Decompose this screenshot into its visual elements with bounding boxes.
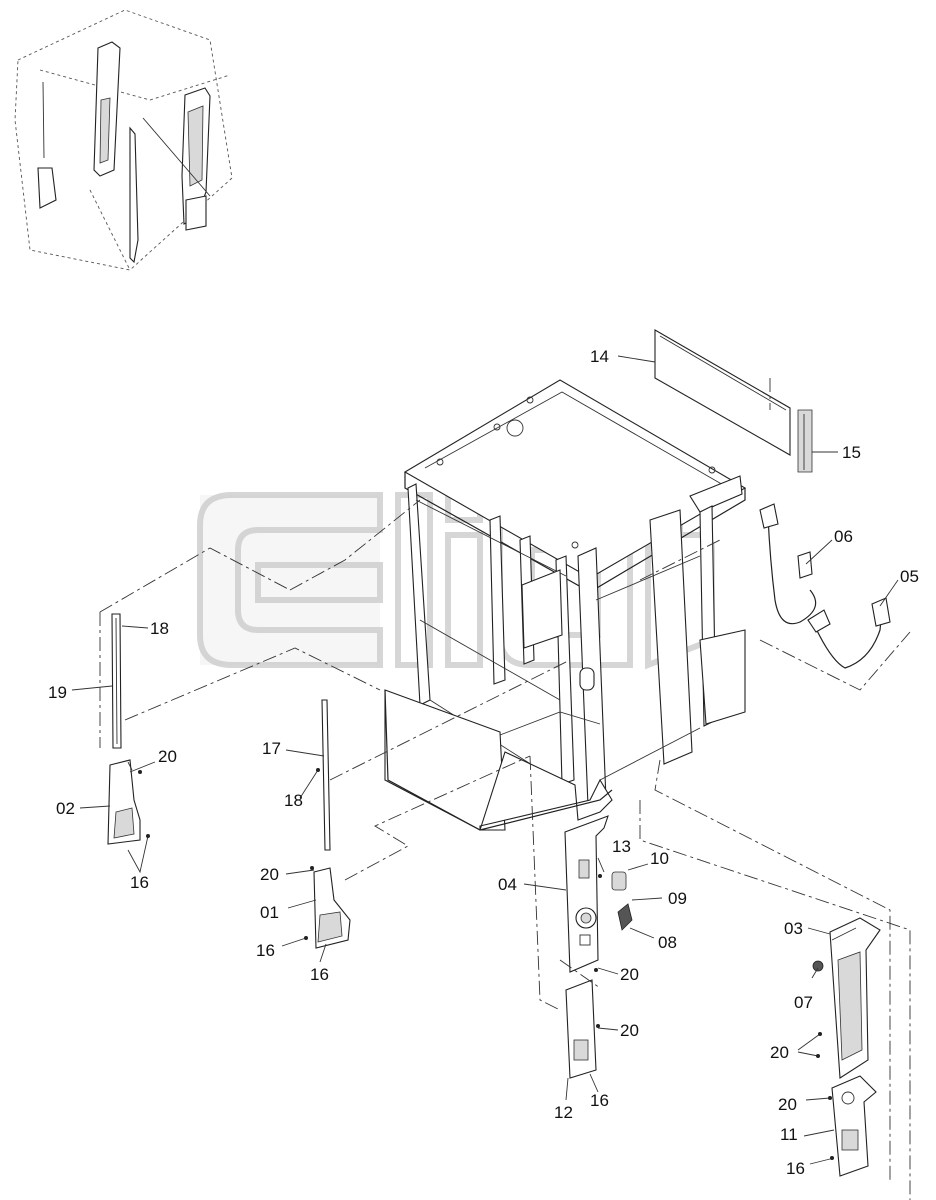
- label-16: 16: [256, 941, 275, 960]
- part-11-trim: [831, 1075, 877, 1177]
- label-16: 16: [310, 965, 329, 984]
- watermark-logo: [197, 492, 715, 670]
- label-20: 20: [770, 1043, 789, 1062]
- part-03-trim: [829, 917, 881, 1079]
- part-17-rod: [321, 699, 331, 851]
- cab-frame: [384, 379, 747, 831]
- label-20: 20: [778, 1095, 797, 1114]
- label-20: 20: [620, 965, 639, 984]
- part-14-panel: [654, 329, 791, 456]
- part-08-switch: [617, 903, 633, 931]
- label-19: 19: [48, 683, 67, 702]
- label-05: 05: [900, 567, 919, 586]
- label-20: 20: [158, 747, 177, 766]
- leader-lines: [71, 355, 899, 1165]
- label-08: 08: [658, 933, 677, 952]
- label-02: 02: [56, 799, 75, 818]
- part-07-knob: [812, 960, 824, 972]
- label-11: 11: [780, 1125, 798, 1144]
- part-02-bracket: [107, 759, 141, 845]
- label-16: 16: [786, 1159, 805, 1178]
- reference-lines: [99, 378, 911, 1200]
- label-16: 16: [130, 873, 149, 892]
- part-01-bracket: [313, 867, 351, 949]
- part-04-trim: [564, 815, 609, 973]
- label-06: 06: [834, 527, 853, 546]
- part-06-05-harness: [759, 503, 891, 669]
- part-12-panel: [565, 979, 597, 1079]
- label-13: 13: [612, 837, 631, 856]
- label-04: 04: [498, 875, 517, 894]
- label-18: 18: [150, 619, 169, 638]
- label-14: 14: [590, 347, 609, 366]
- label-16: 16: [590, 1091, 609, 1110]
- label-15: 15: [842, 443, 861, 462]
- callout-labels: 14 15 06 05 18 19 20 02 16 17 18 20 01 1…: [48, 347, 919, 1178]
- label-20: 20: [620, 1021, 639, 1040]
- part-19-strip: [111, 613, 122, 749]
- label-17: 17: [262, 739, 281, 758]
- label-01: 01: [260, 903, 279, 922]
- fastener-dots: [138, 768, 834, 1160]
- label-09: 09: [668, 889, 687, 908]
- label-20: 20: [260, 865, 279, 884]
- part-15-strip: [797, 409, 813, 473]
- inset-cab-overview: [14, 9, 233, 271]
- label-12: 12: [554, 1103, 573, 1122]
- label-10: 10: [650, 849, 669, 868]
- label-18: 18: [284, 791, 303, 810]
- part-10-clip: [611, 871, 627, 891]
- label-07: 07: [794, 993, 813, 1012]
- label-03: 03: [784, 919, 803, 938]
